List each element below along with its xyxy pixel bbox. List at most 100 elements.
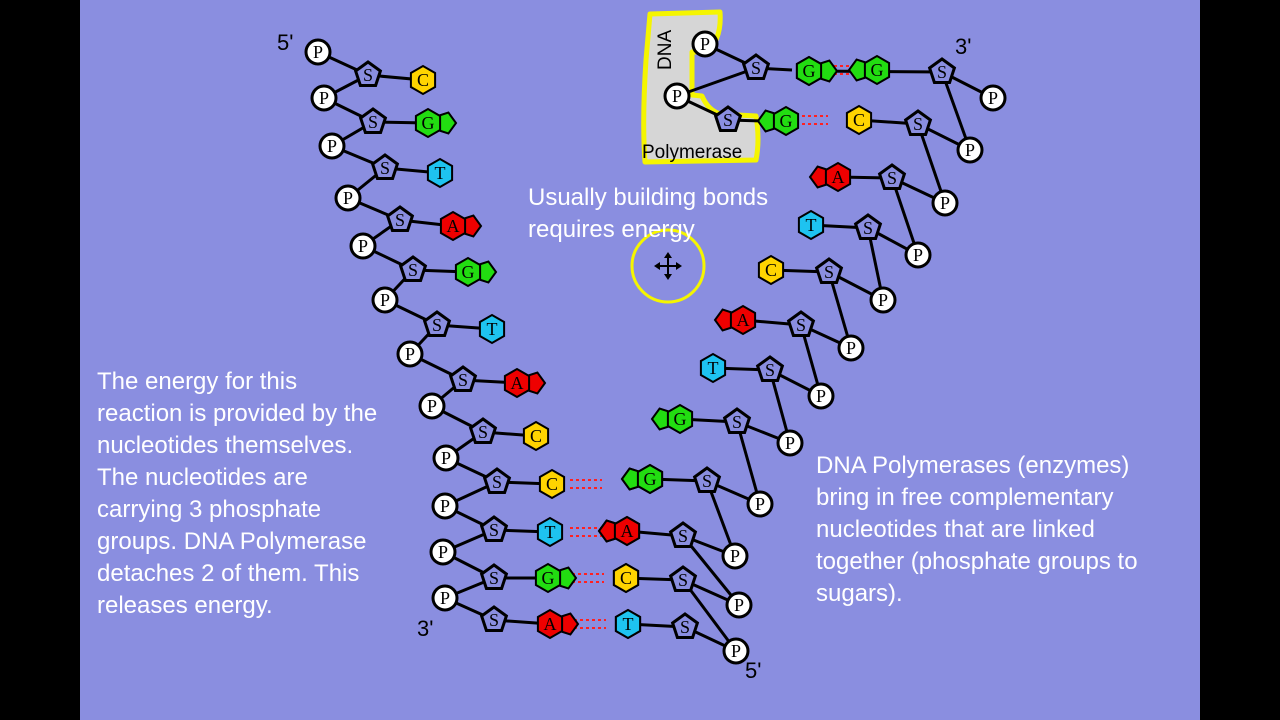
sugar-group: S <box>877 163 907 190</box>
phosphate-letter: P <box>846 338 856 358</box>
sugar-letter: S <box>678 570 688 590</box>
right-strand-3-prime-label: 3' <box>955 34 971 59</box>
sugar-letter: S <box>723 110 733 130</box>
phosphate-letter: P <box>672 86 682 106</box>
right-strand-5-prime-label: 5' <box>745 658 761 683</box>
cursor-ring <box>630 228 706 304</box>
phosphate-group: P <box>418 392 446 420</box>
base-letter: A <box>621 521 634 541</box>
base-letter: C <box>417 70 429 90</box>
base-six-ring <box>454 256 482 288</box>
sugar-letter: S <box>765 360 775 380</box>
phosphate-group: P <box>691 30 719 58</box>
sugar-letter: S <box>478 422 488 442</box>
base-ring <box>614 608 642 640</box>
backbone-bond <box>940 71 972 151</box>
base-ring <box>612 562 640 594</box>
base-letter: A <box>511 373 524 393</box>
phosphate-circle <box>431 584 459 612</box>
phosphate-circle <box>418 392 446 420</box>
base-t: T <box>478 313 506 345</box>
sugar-group: S <box>482 467 512 494</box>
phosphate-group: P <box>904 241 932 269</box>
base-g: G <box>454 256 498 288</box>
sugar-pentagon <box>482 467 512 494</box>
base-ring <box>522 420 550 452</box>
phosphate-letter: P <box>440 588 450 608</box>
sugar-group: S <box>468 417 498 444</box>
base-c: C <box>522 420 550 452</box>
phosphate-circle <box>432 444 460 472</box>
backbone-bond <box>890 177 920 256</box>
phosphate-letter: P <box>988 88 998 108</box>
base-g: G <box>414 107 458 139</box>
base-letter: G <box>422 113 435 133</box>
phosphate-circle <box>721 542 749 570</box>
base-ring <box>536 516 564 548</box>
backbone-bond <box>681 579 738 652</box>
phosphate-group: P <box>432 444 460 472</box>
sugar-letter: S <box>408 260 418 280</box>
base-a: A <box>808 161 852 193</box>
polymerase-function-caption: DNA Polymerases (enzymes) bring in free … <box>816 452 1138 607</box>
sugar-letter: S <box>937 62 947 82</box>
base-g: G <box>847 54 891 86</box>
base-letter: C <box>546 474 558 494</box>
sugar-group: S <box>422 310 452 337</box>
phosphate-letter: P <box>441 448 451 468</box>
phosphate-circle <box>725 591 753 619</box>
sugar-pentagon <box>713 105 743 132</box>
phosphate-circle <box>722 637 750 665</box>
right-letterbox <box>1200 0 1280 720</box>
energy-question-caption: Usually building bonds requires energy <box>528 184 769 243</box>
phosphate-letter: P <box>965 140 975 160</box>
base-ring <box>757 254 785 286</box>
base-g: G <box>650 403 694 435</box>
sugar-letter: S <box>887 168 897 188</box>
enzyme-name-bottom: Polymerase <box>642 142 742 163</box>
sugar-letter: S <box>796 315 806 335</box>
sugar-letter: S <box>678 526 688 546</box>
sugar-group: S <box>370 153 400 180</box>
sugar-pentagon <box>692 466 722 493</box>
base-ring <box>699 352 727 384</box>
phosphate-group: P <box>431 584 459 612</box>
nucleotides: PSCPSGPSTPSAPSGPSTPSAPSCPSCPSTPSGPSAPSCP… <box>304 30 1007 665</box>
base-letter: G <box>674 409 687 429</box>
cursor-arrow-left <box>654 262 660 270</box>
phosphate-circle <box>304 38 332 66</box>
sugar-letter: S <box>751 58 761 78</box>
phosphate-letter: P <box>343 188 353 208</box>
sugar-pentagon <box>722 407 752 434</box>
cursor-arrow-down <box>664 274 672 280</box>
sugar-letter: S <box>489 610 499 630</box>
sugar-letter: S <box>395 210 405 230</box>
base-letter: T <box>435 163 446 183</box>
sugar-letter: S <box>492 472 502 492</box>
sugar-group: S <box>670 612 700 639</box>
sugar-pentagon <box>479 563 509 590</box>
base-six-ring <box>503 367 531 399</box>
hydrogen-bond <box>570 479 602 489</box>
phosphate-group: P <box>431 492 459 520</box>
phosphate-letter: P <box>755 494 765 514</box>
phosphate-group: P <box>663 82 691 110</box>
move-cursor-icon <box>654 252 682 280</box>
backbone-bond <box>676 66 757 98</box>
phosphate-letter: P <box>734 595 744 615</box>
phosphate-group: P <box>429 538 457 566</box>
base-letter: A <box>544 614 557 634</box>
sugar-pentagon <box>786 310 816 337</box>
base-t: T <box>699 352 727 384</box>
base-t: T <box>614 608 642 640</box>
base-letter: T <box>487 319 498 339</box>
sugar-letter: S <box>380 158 390 178</box>
enzyme-name-top: DNA <box>655 30 676 70</box>
energy-source-caption: The energy for this reaction is provided… <box>97 368 378 619</box>
phosphate-group: P <box>722 637 750 665</box>
base-t: T <box>797 209 825 241</box>
base-six-ring <box>439 210 467 242</box>
base-letter: G <box>644 469 657 489</box>
phosphate-letter: P <box>380 290 390 310</box>
phosphate-group: P <box>721 542 749 570</box>
